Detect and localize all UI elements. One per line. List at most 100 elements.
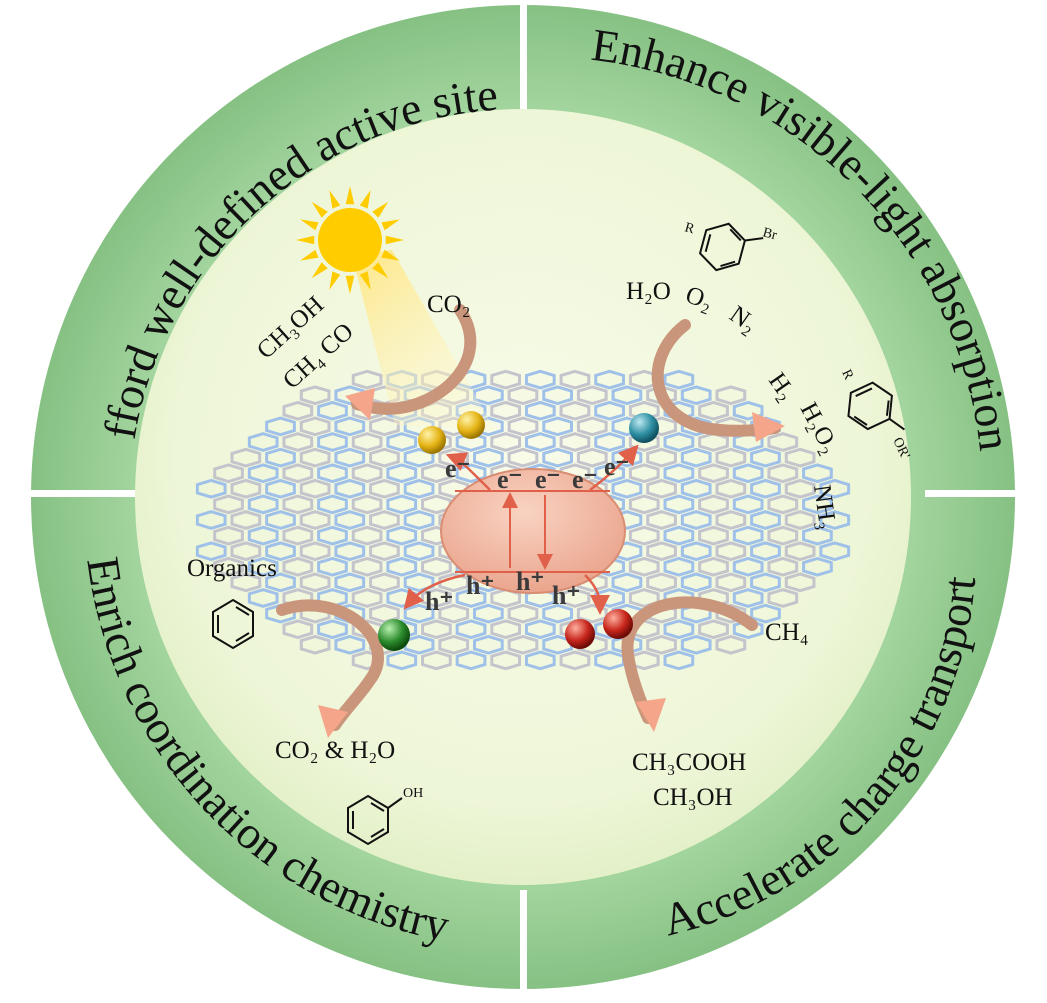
lattice-ring bbox=[524, 400, 556, 421]
lattice-ring bbox=[646, 478, 677, 499]
lattice-ring bbox=[715, 634, 747, 655]
lattice-ring bbox=[299, 541, 331, 562]
lattice-ring bbox=[438, 572, 470, 593]
lattice-ring bbox=[369, 541, 400, 562]
lattice-ring bbox=[473, 634, 504, 655]
lattice-ring bbox=[732, 588, 764, 608]
lattice-ring bbox=[369, 447, 400, 468]
lattice-ring bbox=[680, 447, 712, 468]
lattice-ring bbox=[750, 510, 781, 530]
lattice-ring bbox=[490, 619, 522, 640]
lattice-ring bbox=[351, 432, 383, 452]
lattice-ring bbox=[784, 478, 816, 499]
label-oh: OH bbox=[403, 786, 423, 801]
lattice-ring bbox=[421, 494, 452, 515]
lattice-ring bbox=[715, 447, 747, 468]
lattice-ring bbox=[732, 525, 764, 546]
lattice-ring bbox=[507, 416, 539, 437]
lattice-ring bbox=[767, 525, 799, 546]
lattice-ring bbox=[265, 416, 296, 437]
lattice-ring bbox=[386, 525, 418, 546]
lattice-ring bbox=[351, 494, 383, 515]
lattice-ring bbox=[663, 619, 695, 640]
lattice-ring bbox=[628, 463, 660, 484]
sun-ray bbox=[345, 186, 355, 205]
lattice-ring bbox=[334, 510, 366, 530]
sun-ray bbox=[329, 271, 341, 290]
lattice-ring bbox=[767, 588, 799, 608]
lattice-ring bbox=[282, 463, 314, 484]
electron-label: e⁻ bbox=[445, 454, 470, 483]
lattice-ring bbox=[646, 447, 677, 468]
lattice-ring bbox=[732, 494, 764, 515]
lattice-ring bbox=[698, 400, 729, 421]
lattice-ring bbox=[715, 478, 747, 499]
lattice-ring bbox=[802, 494, 833, 515]
lattice-ring bbox=[230, 572, 262, 593]
lattice-ring bbox=[334, 478, 366, 499]
lattice-ring bbox=[334, 447, 366, 468]
lattice-ring bbox=[663, 432, 695, 452]
lattice-ring bbox=[438, 603, 470, 624]
lattice-ring bbox=[455, 619, 487, 640]
sun-ray bbox=[329, 190, 341, 209]
sun-icon bbox=[296, 186, 404, 294]
lattice-ring bbox=[715, 385, 747, 406]
ring-divider-right bbox=[925, 490, 1047, 497]
lattice-ring bbox=[542, 385, 573, 406]
lattice-ring bbox=[403, 510, 435, 530]
lattice-ring bbox=[559, 588, 591, 608]
lattice-ring bbox=[594, 369, 625, 390]
lattice-ring bbox=[386, 463, 418, 484]
lattice-ring bbox=[265, 541, 296, 562]
phenol-molecule bbox=[347, 794, 403, 846]
electron-label: e⁻ bbox=[535, 465, 560, 494]
light-beam bbox=[352, 250, 495, 430]
red-site-sphere bbox=[603, 609, 633, 639]
lattice-ring bbox=[421, 650, 452, 671]
hole-label: h⁺ bbox=[516, 567, 544, 596]
benzene-molecule bbox=[212, 598, 254, 650]
lattice-ring bbox=[524, 619, 556, 640]
lattice-ring bbox=[680, 541, 712, 562]
lattice-ring bbox=[369, 572, 400, 593]
lattice-ring bbox=[680, 634, 712, 655]
lattice-ring bbox=[507, 603, 539, 624]
teal-site-sphere bbox=[629, 413, 659, 443]
sun-ray bbox=[372, 201, 389, 218]
lattice-ring bbox=[490, 432, 522, 452]
lattice-ring bbox=[680, 510, 712, 530]
lattice-ring bbox=[663, 525, 695, 546]
sun-ray bbox=[311, 262, 328, 279]
lattice-ring bbox=[230, 541, 262, 562]
lattice-ring bbox=[732, 556, 764, 577]
lattice-ring bbox=[698, 619, 729, 640]
label-nh3-product: NH₃ bbox=[808, 483, 841, 531]
lattice-ring bbox=[767, 432, 799, 452]
electron-label: e⁻ bbox=[572, 465, 597, 494]
lattice-ring bbox=[299, 478, 331, 499]
lattice-ring bbox=[628, 525, 660, 546]
arrow-methane-oxidation bbox=[621, 596, 758, 724]
lattice-ring bbox=[195, 510, 227, 530]
lattice-ring bbox=[213, 556, 244, 577]
lattice-ring bbox=[299, 572, 331, 593]
lattice-ring bbox=[542, 447, 573, 468]
lattice-ring bbox=[351, 525, 383, 546]
arrow-organics-oxidation bbox=[276, 599, 384, 731]
lattice-ring bbox=[767, 556, 799, 577]
lattice-ring bbox=[663, 494, 695, 515]
sun-ray bbox=[359, 190, 371, 209]
electron-transfer-arrow-right bbox=[589, 444, 639, 491]
lattice-ring bbox=[646, 572, 677, 593]
electron-transfer-arrow-left bbox=[445, 452, 491, 491]
lattice-ring bbox=[784, 541, 816, 562]
lattice-ring bbox=[299, 416, 331, 437]
lattice-ring bbox=[282, 432, 314, 452]
lattice-ring bbox=[698, 463, 729, 484]
lattice-ring bbox=[317, 400, 348, 421]
lattice-ring bbox=[317, 525, 348, 546]
lattice-ring bbox=[351, 463, 383, 484]
